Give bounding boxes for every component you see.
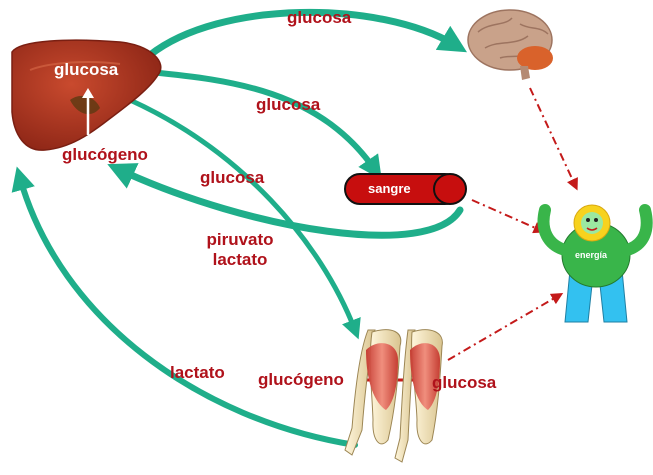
label-glucosa-muscle-out: glucosa [432, 373, 496, 393]
brain-icon [468, 10, 553, 80]
label-glucosa-sangre: glucosa [256, 95, 320, 115]
label-glucogeno-liver: glucógeno [62, 145, 148, 165]
label-lactato-upper: lactato [196, 250, 284, 270]
label-glucogeno-muscle: glucógeno [258, 370, 344, 390]
label-glucosa-muscle: glucosa [200, 168, 264, 188]
energy-figure-icon [544, 205, 647, 322]
arrow-sangre-to-energy [472, 200, 540, 230]
arrow-brain-to-energy [530, 88, 575, 185]
muscle-arm-icon [345, 330, 442, 462]
red-arrows [448, 88, 575, 360]
label-lactato-lower: lactato [170, 363, 225, 383]
arrow-muscle-to-liver [20, 178, 355, 445]
arrow-muscle-to-energy [448, 296, 558, 360]
arrow-liver-to-sangre [150, 72, 375, 170]
label-sangre: sangre [368, 181, 411, 197]
label-energia: energía [575, 250, 607, 260]
label-piruvato: piruvato [196, 230, 284, 250]
label-glucosa-liver: glucosa [54, 60, 118, 80]
label-glucosa-top: glucosa [287, 8, 351, 28]
